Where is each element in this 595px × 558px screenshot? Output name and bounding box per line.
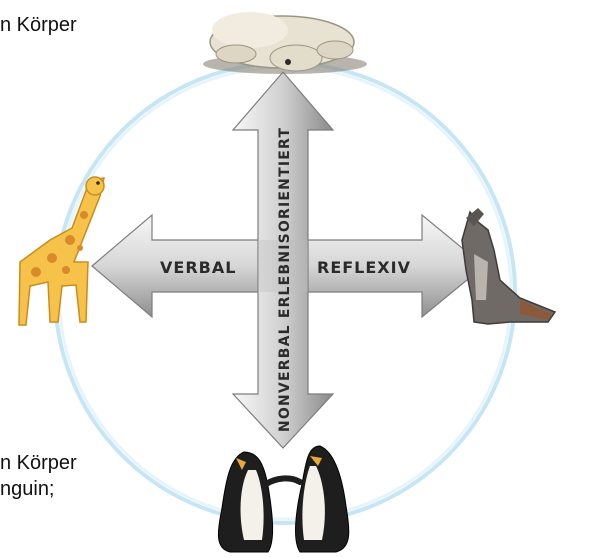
label-nonverbal-erlebnisorientiert: NONVERBAL ERLEBNISORIENTIERT bbox=[277, 127, 293, 432]
giraffe-icon bbox=[18, 176, 105, 326]
text-fragment-bottom-2: nguin; bbox=[0, 478, 55, 500]
text-fragment-top: n Körper bbox=[0, 14, 77, 36]
vertical-arrow bbox=[231, 71, 335, 449]
label-reflexiv: REFLEXIV bbox=[317, 258, 411, 277]
wolf-icon bbox=[461, 208, 557, 325]
penguins-icon bbox=[218, 445, 350, 553]
label-verbal: VERBAL bbox=[160, 258, 236, 277]
text-fragment-bottom-1: n Körper bbox=[0, 452, 77, 474]
polar-bear-icon bbox=[203, 12, 367, 74]
